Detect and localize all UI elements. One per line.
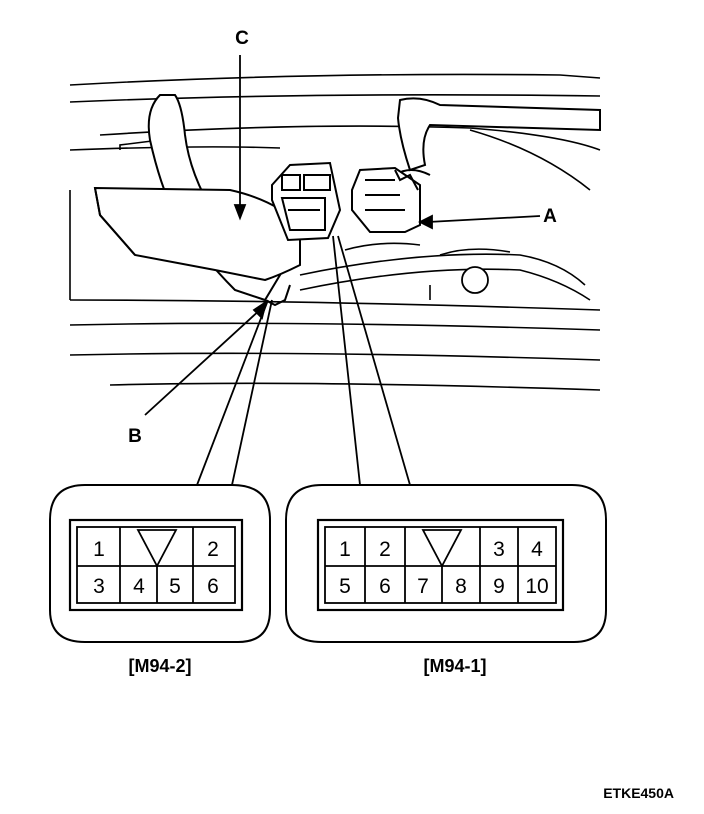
connector-a-body [351, 166, 421, 233]
pin-m94-1-10: 10 [525, 575, 548, 598]
pin-m94-1-5: 5 [339, 575, 351, 598]
pin-m94-1-6: 6 [379, 575, 391, 598]
pin-m94-2-1: 1 [93, 538, 105, 561]
pin-m94-1-4: 4 [531, 538, 543, 561]
body-hole [461, 266, 489, 294]
connector-m94-1-detail: 1 2 3 4 5 6 7 8 9 10 [285, 484, 607, 643]
pin-m94-1-8: 8 [455, 575, 467, 598]
pin-m94-1-7: 7 [417, 575, 429, 598]
pin-m94-1-2: 2 [379, 538, 391, 561]
figure-code: ETKE450A [603, 785, 674, 801]
callout-b: B [128, 426, 142, 447]
connector-m94-2-detail: 1 2 3 4 5 6 [49, 484, 271, 643]
leader-lines [144, 55, 541, 486]
pin-m94-1-1: 1 [339, 538, 351, 561]
pin-m94-2-3: 3 [93, 575, 105, 598]
wiring-harness [93, 94, 601, 307]
callout-c: C [235, 28, 249, 49]
callout-a: A [543, 206, 557, 227]
pin-m94-2-4: 4 [133, 575, 145, 598]
pin-m94-1-3: 3 [493, 538, 505, 561]
caption-m94-1: [M94-1] [423, 656, 486, 676]
pin-m94-2-5: 5 [169, 575, 181, 598]
caption-m94-2: [M94-2] [128, 656, 191, 676]
pin-m94-2-6: 6 [207, 575, 219, 598]
pin-m94-1-9: 9 [493, 575, 505, 598]
pin-m94-2-2: 2 [207, 538, 219, 561]
connector-m94-1-body [271, 161, 342, 242]
